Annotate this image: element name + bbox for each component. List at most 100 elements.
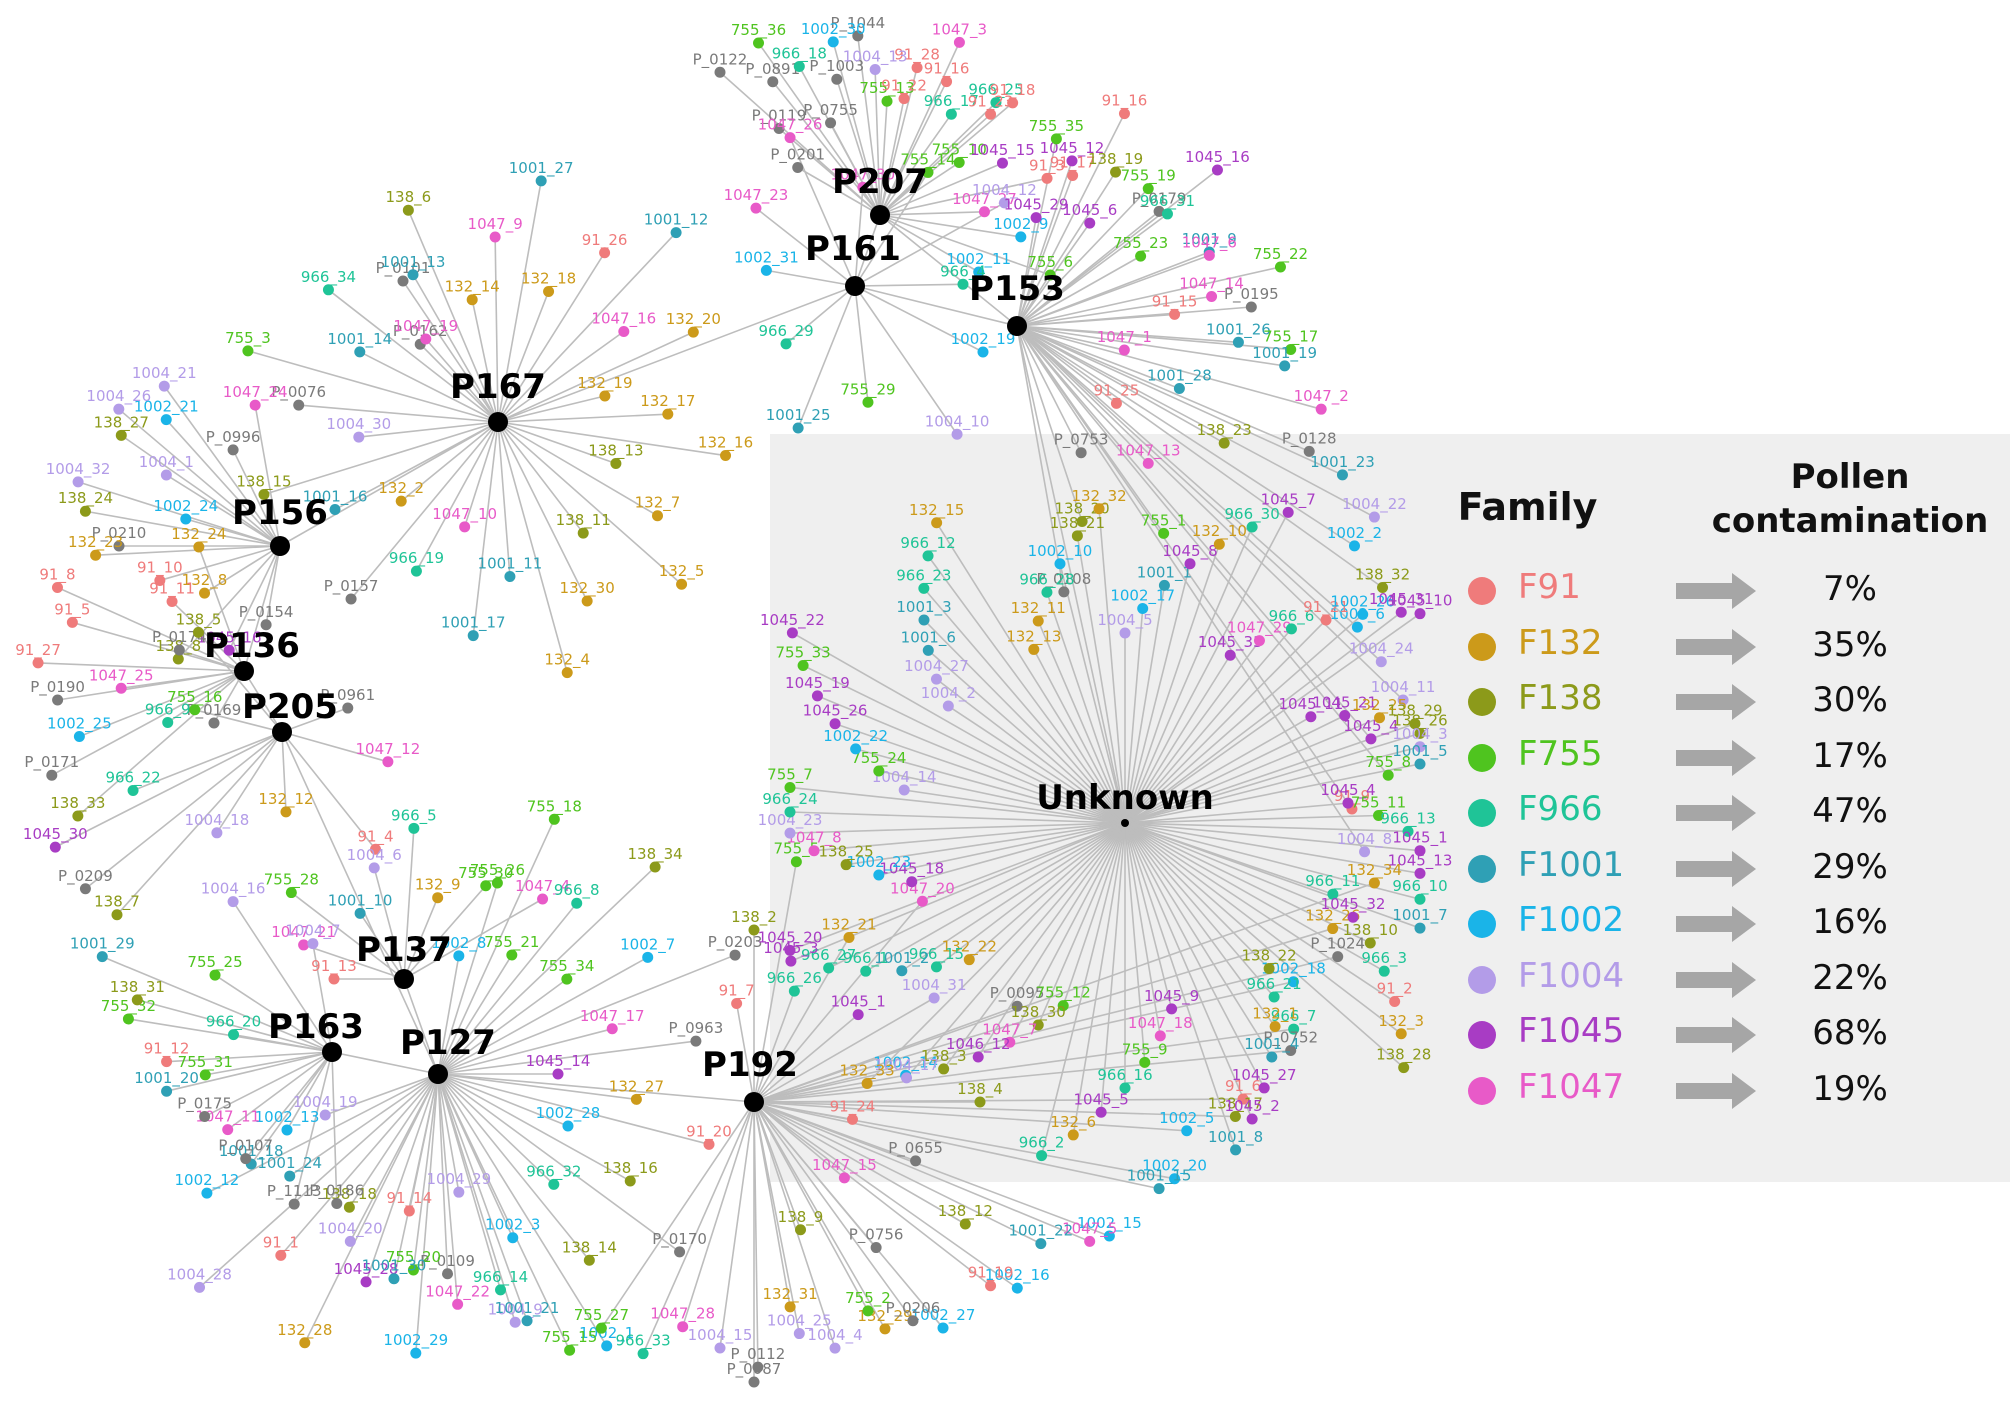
node-label: 966_29 [758,322,813,341]
graph-node: 1001_25 [766,406,831,434]
node-dot [1153,205,1165,217]
edge [753,1098,1244,1103]
edge [1124,822,1237,1151]
node-label: 132_19 [577,374,632,393]
graph-node: 91_2 [1377,980,1413,1008]
graph-node: 1004_5 [1097,611,1153,639]
node-label: 1045_1 [831,993,886,1012]
node-label: 91_27 [15,641,61,660]
node-dot [1203,249,1215,261]
graph-node: 91_28 [894,46,940,74]
node-dot [953,36,965,48]
node-dot [922,550,934,562]
node-label: 132_16 [698,434,753,453]
node-label: 1047_7 [982,1020,1037,1039]
node-label: P_0756 [849,1226,904,1245]
node-label: 132_2 [378,479,424,498]
node-dot [507,1232,519,1244]
node-dot [918,614,930,626]
edge [879,210,985,216]
node-label: 1045_19 [785,674,850,693]
node-dot [199,1069,211,1081]
node-label: 966_23 [896,566,951,585]
node-label: 1047_3 [932,20,987,39]
edge [923,587,1126,824]
node-label: 1004_24 [1349,640,1414,659]
node-label: 1001_15 [1127,1167,1192,1186]
node-label: 1002_27 [911,1306,976,1325]
edge [797,166,881,216]
node-dot [945,108,957,120]
edge [1124,714,1346,824]
edge [1016,325,1382,663]
node-dot [922,166,934,178]
edge [1016,325,1117,405]
edge [753,1101,1018,1289]
legend-pollen-percent: 7% [1823,569,1877,609]
node-dot [407,269,419,281]
graph-node: 755_22 [1253,245,1308,273]
node-dot [96,951,108,963]
node-dot [1414,922,1426,934]
node-label: 91_3 [1029,156,1065,175]
node-label: 1002_23 [846,853,911,872]
node-dot [1050,133,1062,145]
edge [166,1051,333,1063]
edge [254,405,281,547]
graph-node: 1047_24 [223,383,288,411]
edge [1124,822,1421,852]
edge [243,545,281,672]
edge [753,1013,859,1103]
edge [437,1073,460,1193]
graph-node: 966_4 [940,262,986,290]
edge [1124,746,1421,824]
graph-node: 1002_24 [153,497,218,525]
node-label: P_0963 [669,1019,724,1038]
node-label: 91_22 [881,77,927,96]
graph-node: 138_21 [1050,514,1105,542]
hub-node-p167 [488,412,508,432]
node-dot [784,944,796,956]
node-dot [1166,1003,1178,1015]
node-label: 138_4 [957,1080,1003,1099]
legend-color-dot [1468,799,1496,827]
node-label: 138_30 [1011,1003,1066,1022]
graph-node: 1047_16 [591,309,656,337]
graph-node: 1004_24 [1349,640,1414,668]
node-dot [731,998,743,1010]
graph-node: 1002_21 [134,398,199,426]
node-dot [342,702,354,714]
edge [855,748,1126,824]
node-label: 132_17 [640,392,695,411]
graph-node: 91_27 [15,641,61,669]
node-label: 1002_28 [536,1104,601,1123]
graph-node: 132_12 [258,790,314,818]
node-dot [957,278,969,290]
edge [437,1073,637,1101]
node-dot [852,30,864,42]
edge [1124,611,1402,824]
edge [1124,822,1162,1037]
graph-node: 1002_30 [801,20,866,48]
edge [935,822,1126,968]
node-dot [442,1268,454,1280]
edge [854,283,963,287]
legend-family-label: F1047 [1518,1066,1625,1107]
edge [879,102,1014,216]
edge [828,822,1126,969]
edge [120,434,281,547]
node-label: 132_32 [1071,487,1126,506]
graph-node: 1045_5 [1074,1090,1129,1118]
node-label: 1004_31 [902,976,967,995]
node-label: 1047_16 [591,309,656,328]
node-label: 1001_8 [1208,1128,1263,1147]
edge [753,1049,1291,1103]
node-dot [228,1029,240,1041]
node-label: 1004_15 [688,1326,753,1345]
node-label: 966_4 [940,262,986,281]
node-dot [1067,170,1079,182]
node-dot [1044,269,1056,281]
node-dot [408,822,420,834]
graph-node: P_0203 [708,933,762,961]
node-label: 1045_16 [1185,148,1250,167]
